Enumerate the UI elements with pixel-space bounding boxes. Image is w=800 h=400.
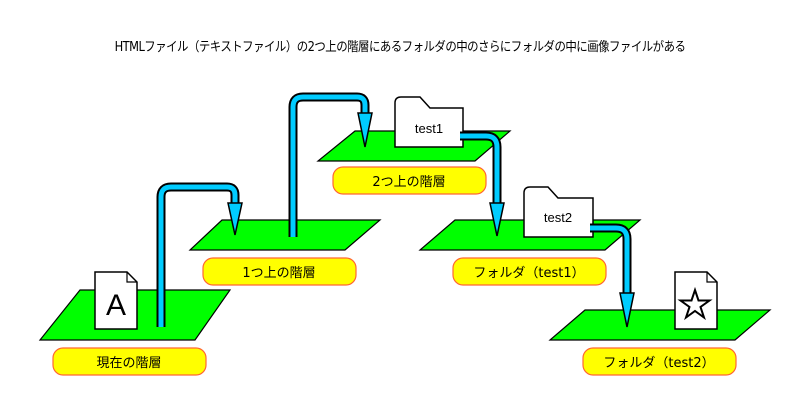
arrow-up-to-one-up-level bbox=[156, 182, 243, 327]
file-letter: A bbox=[106, 289, 126, 322]
level-label-text: フォルダ（test2） bbox=[603, 356, 714, 371]
level-label-text: 現在の階層 bbox=[96, 356, 161, 371]
level-label-folder-test1: フォルダ（test1） bbox=[452, 257, 607, 286]
image-file-document-icon bbox=[674, 271, 718, 330]
folder-icon-test1: test1 bbox=[394, 96, 464, 148]
diagram-title: HTMLファイル（テキストファイル）の2つ上の階層にあるフォルダの中のさらにフォ… bbox=[114, 40, 686, 55]
folder-icon-test2: test2 bbox=[523, 186, 594, 238]
arrow-down-into-folder-test1 bbox=[460, 131, 505, 237]
arrow-up-to-two-up-level bbox=[288, 92, 373, 237]
level-label-current: 現在の階層 bbox=[52, 347, 207, 376]
level-label-two-up: 2つ上の階層 bbox=[332, 166, 487, 195]
level-label-folder-test2: フォルダ（test2） bbox=[582, 347, 737, 376]
star-icon bbox=[677, 286, 713, 321]
level-label-text: 1つ上の階層 bbox=[242, 266, 315, 281]
html-file-document-icon: A bbox=[94, 271, 138, 330]
level-label-one-up: 1つ上の階層 bbox=[202, 257, 357, 286]
plane-folder-test2 bbox=[548, 309, 772, 341]
level-label-text: フォルダ（test1） bbox=[473, 266, 584, 281]
level-label-text: 2つ上の階層 bbox=[372, 175, 445, 190]
folder-name: test2 bbox=[544, 210, 572, 225]
folder-name: test1 bbox=[415, 121, 443, 136]
arrow-down-into-folder-test2 bbox=[590, 223, 635, 328]
plane-one-up-level bbox=[188, 219, 382, 251]
